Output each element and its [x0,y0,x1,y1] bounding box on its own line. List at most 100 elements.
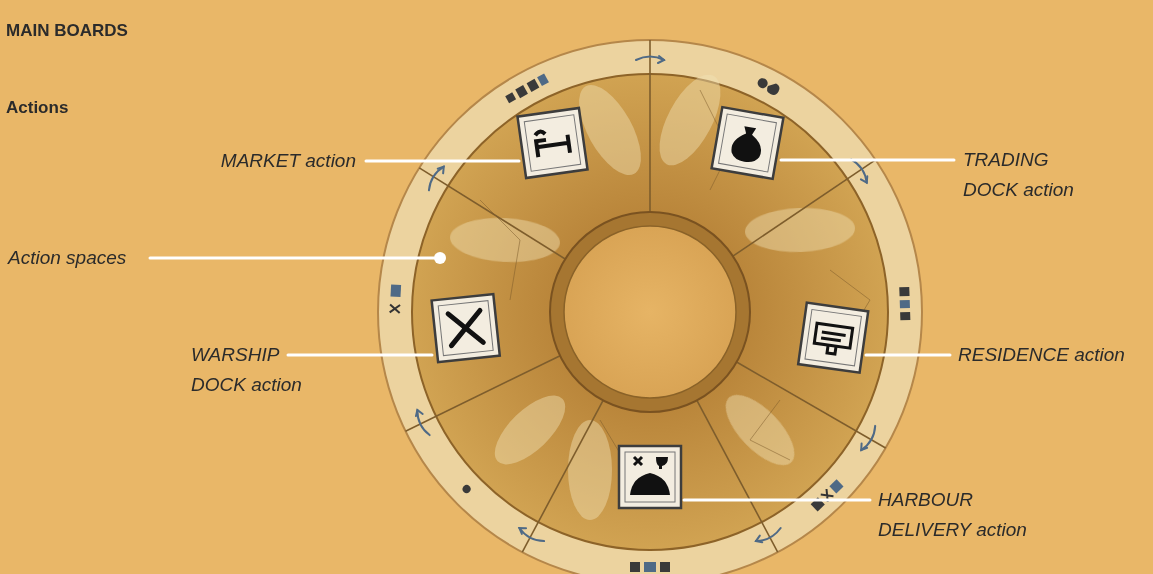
art-path [390,304,400,313]
art-rect [900,300,910,308]
art-ellipse [744,206,855,254]
art-line [419,168,565,259]
leader-dot [434,252,446,264]
art-g [755,75,781,96]
art-rect [391,284,402,297]
art-line [684,499,870,502]
art-rect [805,309,861,365]
leader-lines [150,160,954,500]
art-path [656,457,668,469]
art-rect [660,562,670,572]
art-line [288,354,432,357]
art-path [535,128,570,157]
art-line [522,400,603,552]
section-title: MAIN BOARDS [6,20,128,42]
callout-label: WARSHIP DOCK action [191,340,316,400]
art-path [755,536,764,545]
art-path [819,332,846,355]
art-g [755,525,783,544]
art-rect [899,287,909,296]
art-rect [900,312,910,320]
art-rect [432,294,500,362]
art-ellipse [484,384,577,475]
art-path [448,311,483,346]
art-rect [438,301,493,356]
art-path [814,323,852,348]
art-g [461,483,472,494]
art-line [781,159,954,162]
art-rect [630,562,640,572]
goods-icons [390,73,911,572]
art-g [630,562,670,572]
art-path [630,473,670,495]
art-g [406,40,886,552]
art-g [859,424,879,452]
art-line [150,257,434,260]
art-rect [619,446,681,508]
art-path [861,426,878,452]
art-g [619,446,681,508]
art-circle [378,40,922,574]
art-path [517,525,526,534]
art-g [517,525,545,544]
callout-label: RESIDENCE action [958,340,1125,370]
art-rect [644,562,656,572]
art-line [366,160,519,163]
art-rect [505,92,516,103]
art-path [437,164,446,173]
callout-label: Action spaces [8,243,126,273]
art-g [517,108,587,178]
art-g [432,294,500,362]
art-g [426,164,447,191]
art-path [861,175,870,184]
art-path [859,443,868,452]
art-rect [625,452,675,502]
art-g [636,56,664,63]
art-line [737,362,886,448]
action-wheel [378,40,922,574]
art-rect [515,85,528,98]
art-path [414,409,423,417]
rotation-arrows [414,56,879,545]
art-rect [527,79,540,92]
callout-label: TRADING DOCK action [963,145,1088,205]
art-rect [524,115,580,171]
art-g [414,409,433,437]
art-rect [719,114,777,172]
art-rect [517,108,587,178]
art-rect [798,303,868,373]
art-path [658,56,664,63]
art-line [406,356,561,431]
art-g [798,303,868,373]
art-path [750,400,790,460]
art-path [765,81,781,97]
art-circle [461,483,472,494]
action-icons [432,107,869,508]
art-g [390,284,401,312]
art-g [505,73,549,104]
art-g [712,107,784,179]
art-ellipse [449,215,561,265]
callout-label: HARBOUR DELIVERY action [878,485,1048,545]
callout-label: MARKET action [221,146,356,176]
art-path [634,457,642,465]
art-rect [712,107,784,179]
art-rect [829,479,843,493]
art-line [697,400,778,552]
art-g [899,287,910,320]
art-circle [550,212,750,412]
art-g [449,66,856,520]
section-subtitle: Actions [6,97,68,119]
art-path [730,125,765,165]
art-path [480,200,520,300]
art-circle [564,226,736,398]
art-path [518,528,544,544]
art-line [649,40,651,212]
art-g [811,479,844,511]
art-line [866,354,950,357]
art-ellipse [568,420,612,520]
art-g [480,90,870,470]
art-ellipse [714,384,805,477]
